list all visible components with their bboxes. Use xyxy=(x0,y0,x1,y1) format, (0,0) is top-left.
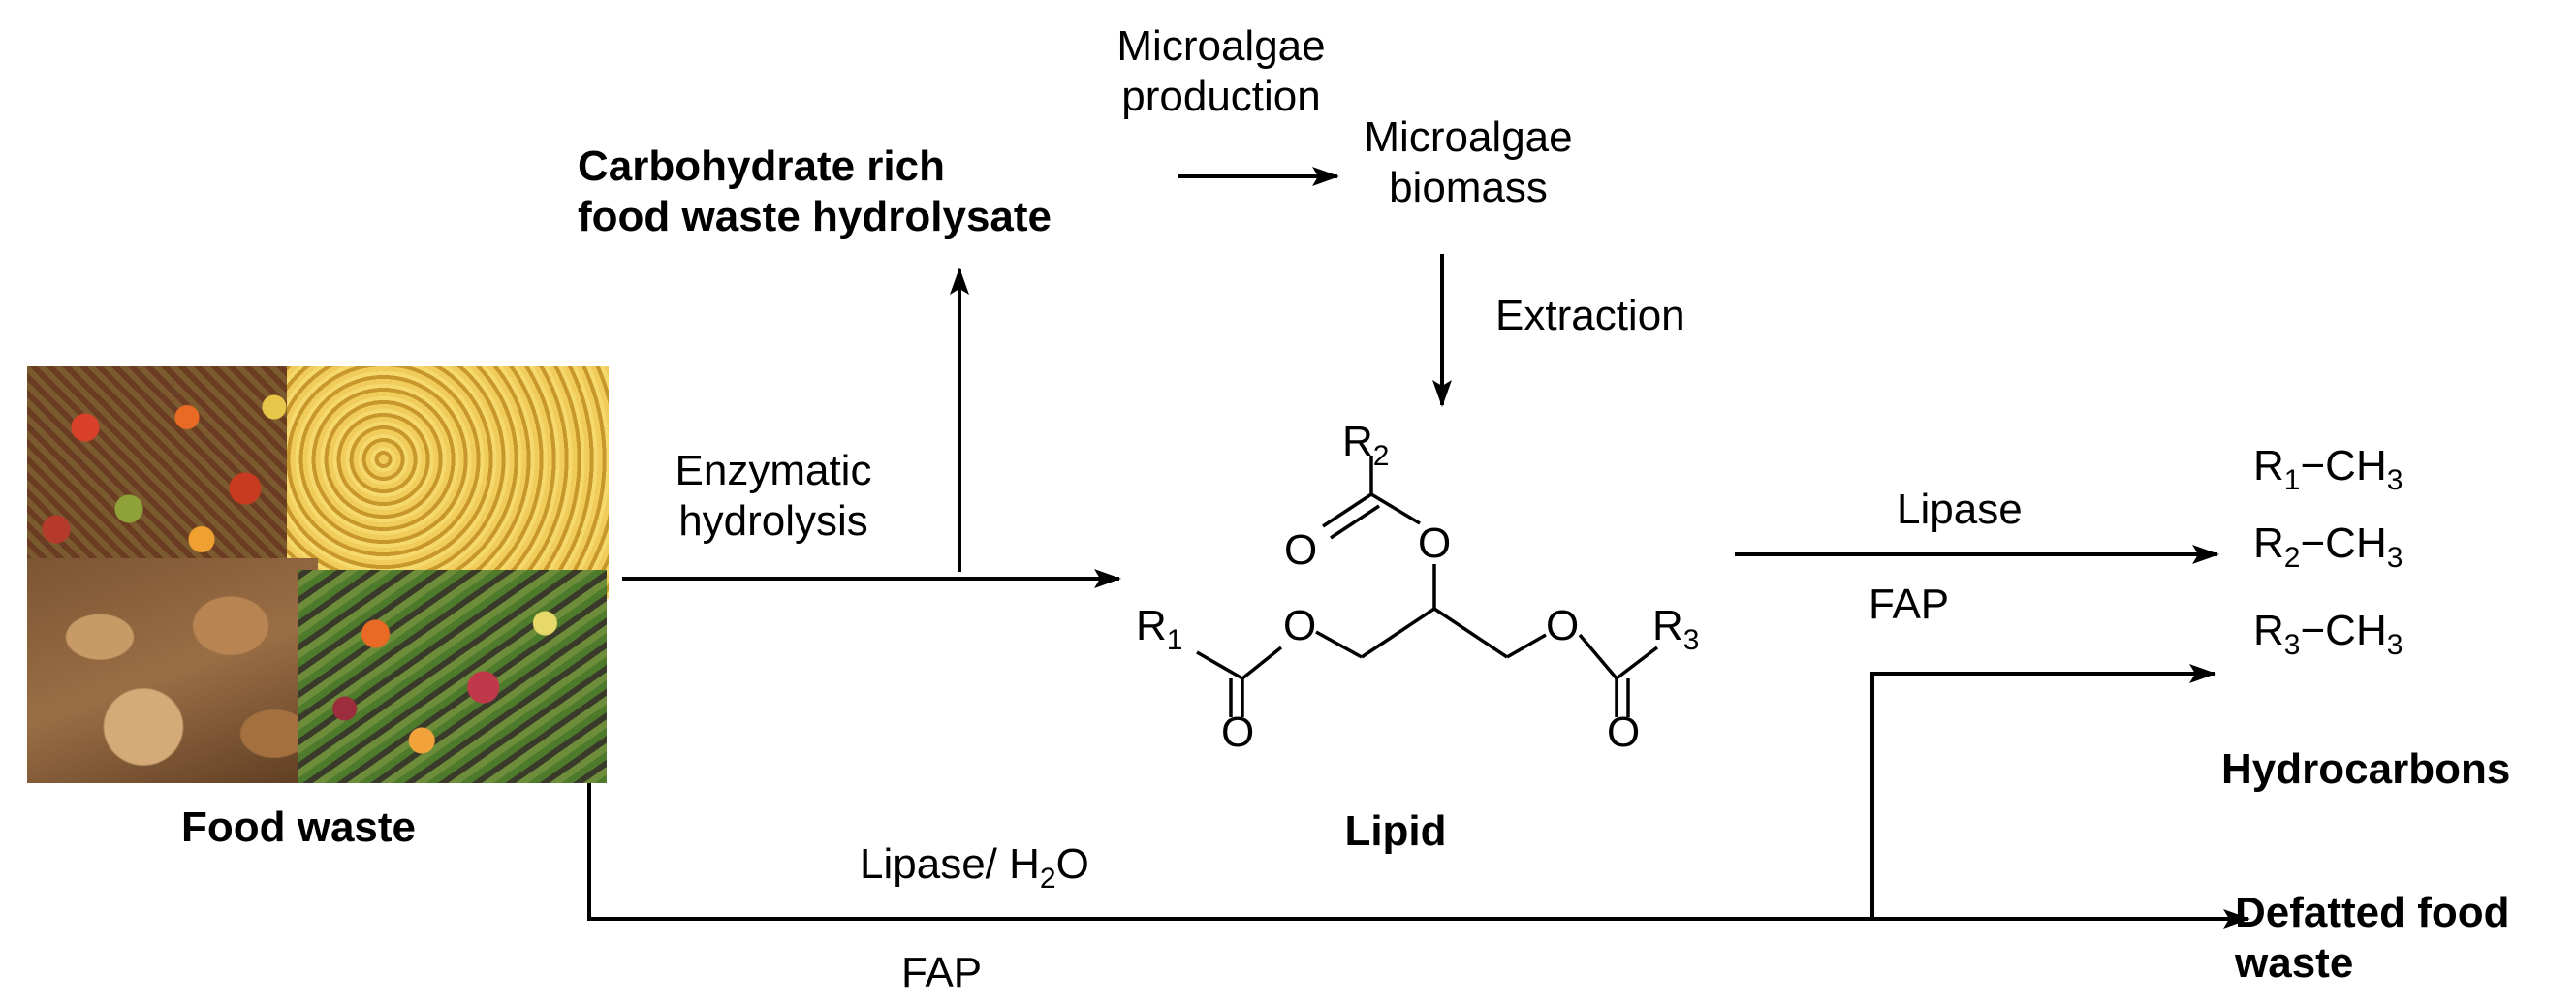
arrow-lipase-h2o xyxy=(587,775,2250,929)
lipid-label: Lipid xyxy=(1344,807,1447,855)
lipid-oxygen-middle: O xyxy=(1418,520,1451,567)
arrow-defatted-branch xyxy=(1870,664,2216,919)
lipid-r3: R3 xyxy=(1652,602,1699,656)
lipase-label: Lipase xyxy=(1897,486,2023,533)
microalgae-biomass-label: Microalgae biomass xyxy=(1364,113,1573,211)
lipid-r2: R2 xyxy=(1342,418,1389,472)
lipid-structure xyxy=(1196,456,1659,717)
lipid-oxygen-right: O xyxy=(1546,602,1579,649)
hydrocarbons-label: Hydrocarbons xyxy=(2221,745,2511,793)
mixed-waste-photo xyxy=(298,570,607,783)
microalgae-production-label: Microalgae production xyxy=(1116,22,1326,120)
lipid-carbonyl-oxygen-middle: O xyxy=(1284,526,1317,574)
food-waste-collage xyxy=(27,366,609,783)
extraction-label: Extraction xyxy=(1495,292,1685,339)
carbohydrate-hydrolysate-label: Carbohydrate rich food waste hydrolysate xyxy=(578,142,1052,240)
lipid-atoms: R1 O O R2 O O O R3 O xyxy=(1136,418,1699,756)
fap-upper-label: FAP xyxy=(1869,581,1950,628)
bread-waste-photo xyxy=(27,558,318,783)
noodle-waste-photo xyxy=(287,366,609,599)
food-waste-label: Food waste xyxy=(180,803,417,851)
lipid-r1: R1 xyxy=(1136,602,1182,656)
product-r3-ch3: R3−CH3 xyxy=(2253,607,2403,661)
lipid-oxygen-left: O xyxy=(1283,602,1316,649)
lipase-h2o-label: Lipase/ H2O xyxy=(860,840,1089,895)
vegetable-waste-photo xyxy=(27,366,318,570)
enzymatic-hydrolysis-label: Enzymatic hydrolysis xyxy=(675,447,872,545)
hydrocarbon-products: R1−CH3 R2−CH3 R3−CH3 xyxy=(2253,442,2403,661)
fap-lower-label: FAP xyxy=(901,949,983,996)
product-r2-ch3: R2−CH3 xyxy=(2253,520,2403,574)
product-r1-ch3: R1−CH3 xyxy=(2253,442,2403,496)
lipid-carbonyl-oxygen-left: O xyxy=(1221,709,1254,756)
lipid-carbonyl-oxygen-right: O xyxy=(1607,709,1640,756)
defatted-food-waste-label: Defatted food waste xyxy=(2235,889,2510,987)
